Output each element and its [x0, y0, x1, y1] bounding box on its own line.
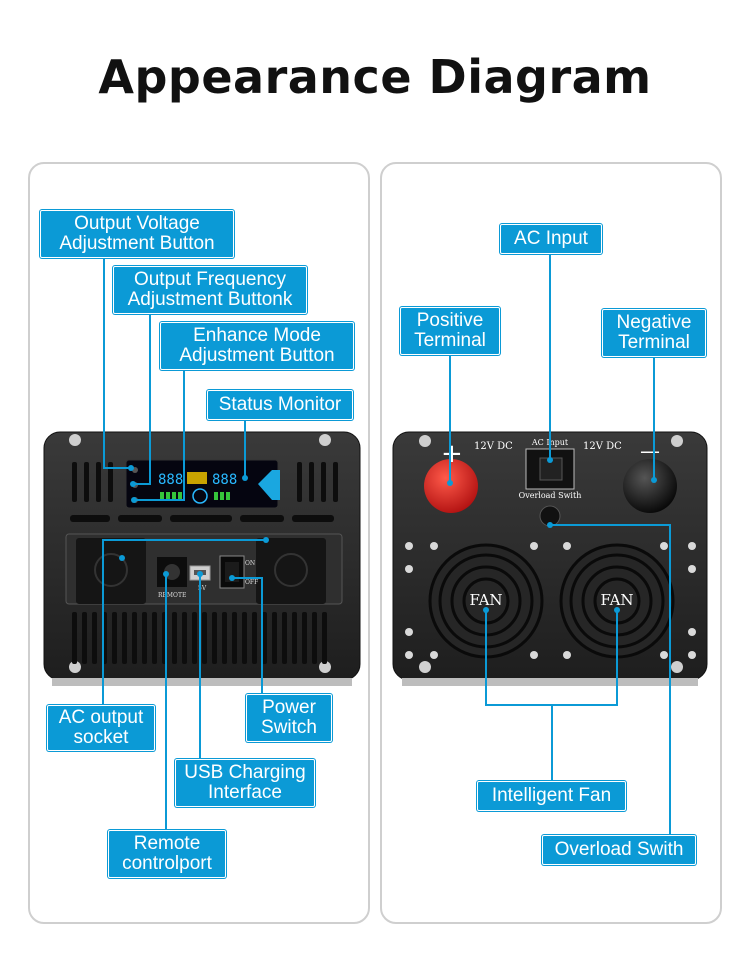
ac-input-label: AC Input [500, 224, 602, 254]
svg-text:5V: 5V [198, 585, 207, 592]
svg-text:ON: ON [245, 560, 255, 567]
voltage-left-text: 12V DC [474, 441, 513, 452]
remote-label: Remote controlport [108, 830, 226, 878]
power-switch-label: Power Switch [246, 694, 332, 742]
page-title: Appearance Diagram [98, 50, 652, 104]
intelligent-fan-label: Intelligent Fan [477, 781, 626, 811]
positive-terminal-label: Positive Terminal [400, 307, 500, 355]
svg-text:REMOTE: REMOTE [158, 592, 186, 599]
svg-text:OFF: OFF [245, 579, 258, 586]
overload-device-text: Overload Swith [518, 491, 582, 500]
usb-label: USB Charging Interface [175, 759, 315, 807]
status-monitor-label: Status Monitor [207, 390, 353, 420]
mode-button-label: Enhance Mode Adjustment Button [160, 322, 354, 370]
voltage-right-text: 12V DC [583, 441, 622, 452]
overload-switch-label: Overload Swith [542, 835, 696, 865]
fan2-text: FAN [600, 591, 634, 609]
negative-terminal-label: Negative Terminal [602, 309, 706, 357]
right-panel [380, 162, 722, 924]
positive-symbol: + [441, 439, 463, 469]
ac-output-label: AC output socket [47, 705, 155, 751]
lcd-left-text: 888 [158, 472, 183, 488]
frequency-button-label: Output Frequency Adjustment Buttonk [113, 266, 307, 314]
voltage-button-label: Output Voltage Adjustment Button [40, 210, 234, 258]
fan1-text: FAN [469, 591, 503, 609]
svg-text:888: 888 [212, 472, 237, 488]
